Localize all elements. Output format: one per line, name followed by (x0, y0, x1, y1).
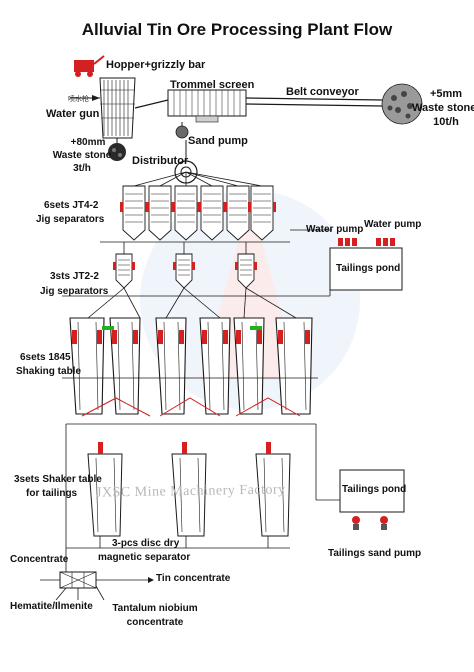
sand-pump-label: Sand pump (188, 135, 248, 147)
jig-jt4-2-unit (224, 185, 252, 241)
waste-stone-pile-5mm (381, 83, 423, 125)
shaker-table-tailings-row (87, 442, 291, 537)
shaking-table-unit (199, 317, 231, 415)
concentrate-label: Concentrate (10, 554, 69, 565)
hopper-grizzly-bar (74, 55, 136, 139)
disc-label-2: magnetic separator (98, 552, 191, 563)
sand-pump (175, 122, 189, 139)
jig-row-2-outflow (62, 287, 331, 319)
waste-80-label-2: Waste stone (52, 150, 112, 161)
trommel-screen (167, 89, 247, 123)
diagram-title: Alluvial Tin Ore Processing Plant Flow (81, 20, 393, 39)
water-gun-label: Water gun (46, 108, 100, 120)
trommel-label: Trommel screen (170, 79, 255, 91)
jig-jt4-2-unit (120, 185, 148, 241)
hematite-label: Hematite/Ilmenite (10, 601, 93, 612)
shaking-red-flows (81, 397, 301, 417)
shaking-table-row (69, 317, 313, 415)
tin-concentrate-label: Tin concentrate (156, 573, 231, 584)
disc-magnetic-separator (40, 571, 154, 601)
waste-5-label: +5mm (429, 88, 463, 100)
shaking-table-unit (233, 317, 265, 415)
shaking-label: 6sets 1845 (20, 352, 71, 363)
jig1-label-2: Jig separators (36, 214, 105, 225)
jig-row-1-outflow (100, 229, 332, 254)
distributor (133, 140, 263, 187)
jig-row-jt2-2 (113, 253, 257, 289)
shaking-table-unit (69, 317, 105, 415)
jig-jt2-2-unit (173, 253, 195, 289)
waste-5-label-2: Waste stone (412, 102, 474, 114)
shaking-label-2: Shaking table (16, 366, 82, 377)
tailings-pond-2-label: Tailings pond (342, 484, 407, 495)
belt-conveyor-label: Belt conveyor (286, 86, 359, 98)
disc-feed-lines (65, 536, 290, 572)
water-pumps (338, 238, 395, 246)
tantalum-label: Tantalum niobium (112, 603, 198, 614)
tailings-shaker-table-unit (255, 442, 291, 537)
shaking-table-unit (275, 317, 313, 415)
tailings-pond-2 (339, 469, 405, 513)
shaker-tail-label-2: for tailings (26, 488, 78, 499)
water-pump-label-1: Water pump (306, 224, 364, 235)
tailings-pond-1-label: Tailings pond (336, 263, 401, 274)
tailings-shaker-table-unit (171, 442, 207, 537)
tantalum-label-2: concentrate (126, 617, 184, 628)
tailings-sand-pump-label: Tailings sand pump (328, 548, 422, 559)
water-gun-cn-label: 喷水枪 (68, 96, 89, 103)
waste-80-label: +80mm (70, 137, 106, 148)
belt-conveyor (245, 97, 383, 107)
shaking-table-unit (155, 317, 187, 415)
water-gun (70, 95, 100, 101)
jig-jt2-2-unit (235, 253, 257, 289)
jig1-label: 6sets JT4-2 (44, 200, 99, 211)
tailings-shaker-table-unit (87, 442, 123, 537)
jig-row-jt4-2 (120, 185, 276, 241)
jig2-label-2: Jig separators (40, 286, 109, 297)
shaking-outflow (62, 377, 340, 568)
distributor-label: Distributor (132, 155, 189, 167)
disc-label: 3-pcs disc dry (112, 538, 180, 549)
jig-jt4-2-unit (248, 185, 276, 241)
waste-5-label-3: 10t/h (433, 116, 459, 128)
jig-jt2-2-unit (113, 253, 135, 289)
jig2-label: 3sts JT2-2 (50, 271, 99, 282)
water-pump-label-2: Water pump (364, 219, 422, 230)
waste-stone-pile-80mm (108, 143, 126, 161)
waste-80-label-3: 3t/h (73, 163, 91, 174)
watermark-text: JXSC Mine Machinery Factory (95, 482, 286, 501)
tailings-pond-1 (329, 247, 403, 291)
shaker-tail-label: 3sets Shaker table (14, 474, 102, 485)
shaking-table-unit (109, 317, 141, 415)
hopper-label: Hopper+grizzly bar (106, 59, 206, 71)
tailings-sand-pumps (352, 516, 388, 530)
